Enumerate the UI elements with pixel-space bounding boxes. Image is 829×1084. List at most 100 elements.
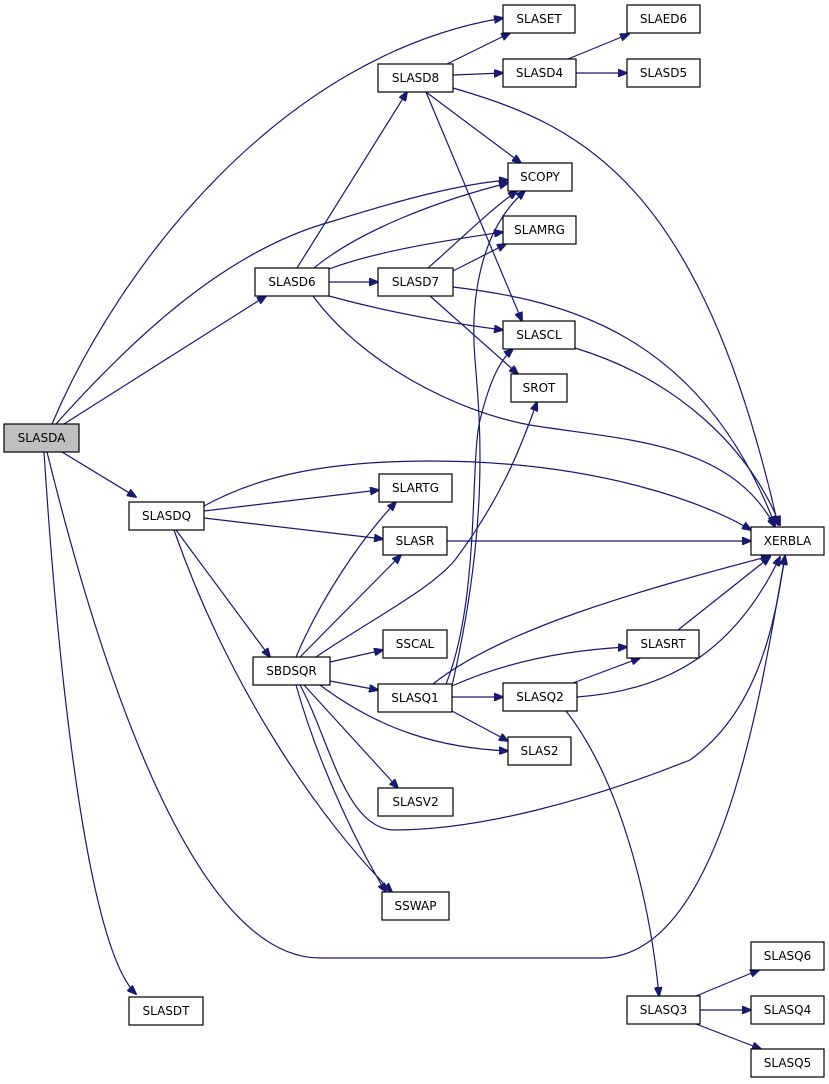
node-box[interactable] xyxy=(502,215,577,245)
edge-sbdsqr-to-slas2 xyxy=(319,684,508,751)
node-xerbla[interactable]: XERBLA xyxy=(750,526,825,556)
edge-sbdsqr-to-xerbla xyxy=(299,556,785,831)
node-box[interactable] xyxy=(128,996,204,1026)
node-slasq3[interactable]: SLASQ3 xyxy=(626,995,701,1025)
node-label: SSWAP xyxy=(395,899,437,913)
node-label: SLASDQ xyxy=(142,509,191,523)
node-label: SLASD5 xyxy=(640,66,687,80)
node-slamrg[interactable]: SLAMRG xyxy=(502,215,577,245)
node-box[interactable] xyxy=(377,267,454,297)
node-slasda[interactable]: SLASDA xyxy=(3,423,80,453)
node-box[interactable] xyxy=(750,941,825,971)
node-label: SLASCL xyxy=(516,328,562,342)
node-slascl[interactable]: SLASCL xyxy=(502,320,576,350)
node-slasq1[interactable]: SLASQ1 xyxy=(377,683,453,713)
node-label: SROT xyxy=(523,381,556,395)
node-label: SLASD8 xyxy=(392,71,439,85)
node-box[interactable] xyxy=(378,473,453,503)
node-slasq2[interactable]: SLASQ2 xyxy=(502,682,578,712)
edge-slasda-to-slasdt xyxy=(43,451,136,994)
edge-slasd8-to-xerbla xyxy=(452,87,778,525)
edge-slasda-to-scopy xyxy=(55,180,508,425)
node-label: SLASET xyxy=(516,12,562,26)
node-sscal[interactable]: SSCAL xyxy=(382,629,448,659)
node-slasd8[interactable]: SLASD8 xyxy=(377,63,454,93)
node-box[interactable] xyxy=(510,373,568,403)
node-box[interactable] xyxy=(507,736,572,766)
edge-slasdq-to-slartg xyxy=(203,490,379,512)
node-box[interactable] xyxy=(502,682,578,712)
edge-slasd4-to-slaed6 xyxy=(567,34,629,60)
node-slasv2[interactable]: SLASV2 xyxy=(377,787,454,817)
node-label: SSCAL xyxy=(396,637,435,651)
node-slasr[interactable]: SLASR xyxy=(382,526,448,556)
node-box[interactable] xyxy=(626,629,700,659)
node-slaed6[interactable]: SLAED6 xyxy=(626,4,701,34)
node-label: XERBLA xyxy=(764,534,812,548)
edge-slasd8-to-scopy xyxy=(425,91,521,163)
node-box[interactable] xyxy=(502,4,576,34)
node-scopy[interactable]: SCOPY xyxy=(507,162,573,192)
node-label: SLASQ6 xyxy=(764,949,811,963)
edge-slasd8-to-slascl xyxy=(425,91,522,321)
node-box[interactable] xyxy=(750,1048,825,1078)
node-box[interactable] xyxy=(626,995,701,1025)
node-sswap[interactable]: SSWAP xyxy=(381,891,450,921)
node-slartg[interactable]: SLARTG xyxy=(378,473,453,503)
node-box[interactable] xyxy=(750,995,825,1025)
edge-slasda-to-xerbla xyxy=(46,451,785,959)
edge-slasd8-to-slaset xyxy=(446,33,510,65)
node-box[interactable] xyxy=(381,891,450,921)
node-label: SLASQ5 xyxy=(764,1056,811,1070)
edge-slasdq-to-slasr xyxy=(203,517,383,539)
node-label: SLASQ1 xyxy=(391,691,438,705)
node-sbdsqr[interactable]: SBDSQR xyxy=(252,656,331,686)
node-srot[interactable]: SROT xyxy=(510,373,568,403)
node-box[interactable] xyxy=(128,501,205,531)
node-box[interactable] xyxy=(750,526,825,556)
node-box[interactable] xyxy=(3,423,80,453)
node-box[interactable] xyxy=(382,526,448,556)
edge-slasda-to-slasdq xyxy=(61,451,136,497)
node-slasq6[interactable]: SLASQ6 xyxy=(750,941,825,971)
edge-slasq1-to-scopy xyxy=(451,191,525,687)
edge-slasdq-to-sbdsqr xyxy=(175,529,270,657)
node-box[interactable] xyxy=(502,320,576,350)
edge-slasd8-to-slasd4 xyxy=(452,73,503,75)
edge-sbdsqr-to-slartg xyxy=(295,502,396,658)
node-slas2[interactable]: SLAS2 xyxy=(507,736,572,766)
node-slasd5[interactable]: SLASD5 xyxy=(626,58,701,88)
node-box[interactable] xyxy=(377,683,453,713)
node-box[interactable] xyxy=(626,4,701,34)
node-box[interactable] xyxy=(502,58,577,88)
node-box[interactable] xyxy=(254,267,330,297)
node-slasq5[interactable]: SLASQ5 xyxy=(750,1048,825,1078)
edge-slasq1-to-slas2 xyxy=(451,710,508,741)
node-box[interactable] xyxy=(252,656,331,686)
edge-slasd6-to-slamrg xyxy=(328,232,503,270)
node-slasd6[interactable]: SLASD6 xyxy=(254,267,330,297)
node-box[interactable] xyxy=(626,58,701,88)
node-slasrt[interactable]: SLASRT xyxy=(626,629,700,659)
node-slasd4[interactable]: SLASD4 xyxy=(502,58,577,88)
node-slasq4[interactable]: SLASQ4 xyxy=(750,995,825,1025)
node-label: SLASQ3 xyxy=(640,1003,687,1017)
node-slasdt[interactable]: SLASDT xyxy=(128,996,204,1026)
node-box[interactable] xyxy=(382,629,448,659)
node-box[interactable] xyxy=(377,63,454,93)
node-slasd7[interactable]: SLASD7 xyxy=(377,267,454,297)
node-box[interactable] xyxy=(507,162,573,192)
edge-slasq1-to-slasrt xyxy=(451,647,627,687)
node-label: SCOPY xyxy=(520,170,560,184)
node-slaset[interactable]: SLASET xyxy=(502,4,576,34)
node-box[interactable] xyxy=(377,787,454,817)
edge-slasd6-to-xerbla xyxy=(312,295,775,527)
edge-sbdsqr-to-sscal xyxy=(329,650,383,663)
edge-sbdsqr-to-sswap xyxy=(295,684,386,892)
node-label: SLASDA xyxy=(18,431,66,445)
node-label: SLASQ4 xyxy=(764,1003,811,1017)
edges-layer xyxy=(43,18,785,1049)
edge-slasq3-to-slasq5 xyxy=(695,1023,761,1049)
edge-slasq3-to-slasq6 xyxy=(695,970,759,997)
node-slasdq[interactable]: SLASDQ xyxy=(128,501,205,531)
